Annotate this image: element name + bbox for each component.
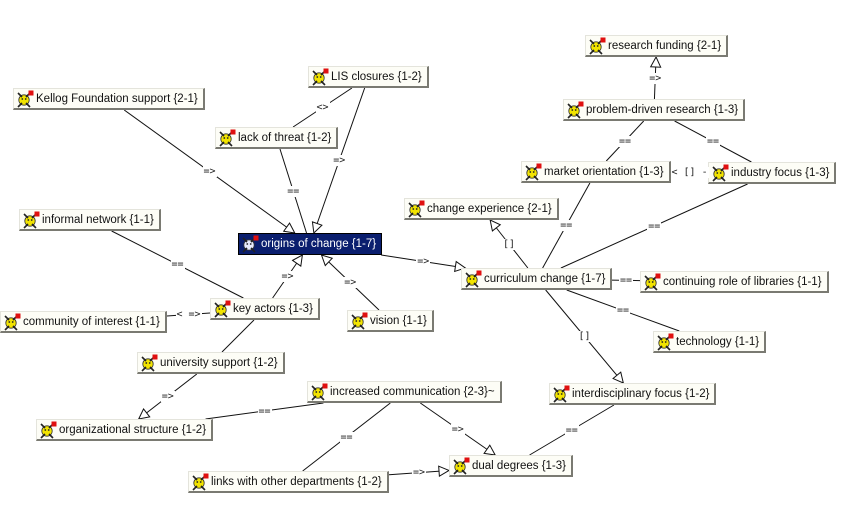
node-technology[interactable]: technology {1-1}	[653, 331, 767, 353]
link-relation-label: ==	[339, 431, 354, 443]
node-vision[interactable]: vision {1-1}	[347, 310, 434, 332]
link-relation-label: =>	[412, 467, 427, 479]
link-relation-label: =>	[648, 72, 663, 84]
node-label: key actors {1-3}	[233, 302, 313, 315]
code-node-icon	[644, 273, 661, 291]
node-organizational-structure[interactable]: organizational structure {1-2}	[36, 419, 214, 441]
node-label: industry focus {1-3}	[731, 166, 830, 179]
code-node-icon	[567, 101, 584, 119]
code-node-icon	[408, 200, 425, 218]
code-node-icon	[525, 163, 542, 181]
node-label: research funding {2-1}	[608, 39, 722, 52]
node-label: vision {1-1}	[370, 314, 427, 327]
code-node-icon	[219, 129, 236, 147]
node-label: origins of change {1-7}	[261, 238, 377, 250]
node-label: increased communication {2-3}~	[330, 385, 495, 398]
code-node-icon	[4, 313, 21, 331]
node-interdisciplinary-focus[interactable]: interdisciplinary focus {1-2}	[549, 383, 717, 405]
link-key-actors-university-support[interactable]	[221, 319, 255, 353]
link-relation-label: =>	[160, 391, 175, 402]
node-links-with-other-departments[interactable]: links with other departments {1-2}	[188, 471, 389, 493]
node-change-experience[interactable]: change experience {2-1}	[404, 198, 559, 220]
link-relation-label: =>	[450, 423, 465, 435]
link-relation-label: =>	[343, 277, 358, 288]
node-label: community of interest {1-1}	[23, 315, 160, 328]
node-origins-of-change[interactable]: origins of change {1-7}	[238, 233, 383, 255]
node-research-funding[interactable]: research funding {2-1}	[585, 35, 729, 57]
link-relation-label: ==	[618, 135, 633, 147]
link-relation-label: =>	[332, 155, 347, 166]
node-label: links with other departments {1-2}	[211, 475, 382, 488]
node-label: technology {1-1}	[676, 335, 760, 348]
link-relation-label: ==	[647, 220, 662, 232]
node-university-support[interactable]: university support {1-2}	[137, 352, 285, 374]
node-label: continuing role of libraries {1-1}	[663, 275, 822, 288]
node-increased-communication[interactable]: increased communication {2-3}~	[307, 381, 502, 403]
code-node-icon	[242, 235, 259, 253]
code-node-icon	[351, 312, 368, 330]
code-node-icon	[214, 300, 231, 318]
node-market-orientation[interactable]: market orientation {1-3}	[521, 161, 671, 183]
link-relation-label: ==	[559, 220, 574, 231]
link-relation-label: ==	[170, 259, 185, 270]
node-label: organizational structure {1-2}	[59, 423, 207, 436]
code-node-icon	[141, 354, 158, 372]
link-relation-label: =>	[416, 256, 431, 267]
node-continuing-role-of-libraries[interactable]: continuing role of libraries {1-1}	[640, 271, 829, 293]
link-relation-label: =>	[280, 271, 295, 282]
link-relation-label: []	[502, 238, 517, 250]
node-industry-focus[interactable]: industry focus {1-3}	[708, 162, 837, 184]
node-informal-network[interactable]: informal network {1-1}	[19, 209, 161, 231]
link-relation-label: < =>	[175, 308, 202, 320]
code-node-icon	[553, 385, 570, 403]
code-node-icon	[312, 68, 329, 86]
link-relation-label: ==	[564, 424, 579, 436]
node-label: lack of threat {1-2}	[238, 131, 332, 144]
node-label: university support {1-2}	[160, 356, 278, 369]
link-relation-label: ==	[616, 305, 631, 316]
link-relation-label: ==	[619, 274, 634, 286]
node-lack-of-threat[interactable]: lack of threat {1-2}	[215, 127, 339, 149]
link-relation-label: <>	[315, 102, 330, 113]
node-label: change experience {2-1}	[427, 202, 552, 215]
node-label: curriculum change {1-7}	[484, 272, 606, 285]
code-node-icon	[453, 457, 470, 475]
code-node-icon	[17, 90, 34, 108]
link-relation-label: =>	[202, 166, 217, 177]
node-curriculum-change[interactable]: curriculum change {1-7}	[461, 268, 613, 290]
code-node-icon	[192, 473, 209, 491]
code-node-icon	[712, 164, 729, 182]
node-label: dual degrees {1-3}	[472, 459, 566, 472]
node-problem-driven-research[interactable]: problem-driven research {1-3}	[563, 99, 746, 121]
node-label: Kellog Foundation support {2-1}	[36, 92, 198, 105]
node-kellog-foundation-support[interactable]: Kellog Foundation support {2-1}	[13, 88, 205, 110]
node-community-of-interest[interactable]: community of interest {1-1}	[0, 311, 167, 333]
node-label: informal network {1-1}	[42, 213, 154, 226]
code-node-icon	[589, 37, 606, 55]
node-label: problem-driven research {1-3}	[586, 103, 739, 116]
link-relation-label: < [] -	[670, 167, 709, 179]
link-relation-label: ==	[706, 136, 721, 147]
node-key-actors[interactable]: key actors {1-3}	[210, 298, 320, 320]
link-relation-label: []	[577, 331, 592, 342]
node-label: LIS closures {1-2}	[331, 70, 422, 83]
code-node-icon	[657, 333, 674, 351]
code-node-icon	[23, 211, 40, 229]
node-dual-degrees[interactable]: dual degrees {1-3}	[449, 455, 573, 477]
code-node-icon	[311, 383, 328, 401]
code-node-icon	[465, 270, 482, 288]
node-lis-closures[interactable]: LIS closures {1-2}	[308, 66, 429, 88]
node-label: market orientation {1-3}	[544, 165, 664, 178]
code-node-icon	[40, 421, 57, 439]
node-label: interdisciplinary focus {1-2}	[572, 387, 710, 400]
link-relation-label: ==	[286, 185, 301, 197]
link-relation-label: ==	[257, 405, 272, 417]
